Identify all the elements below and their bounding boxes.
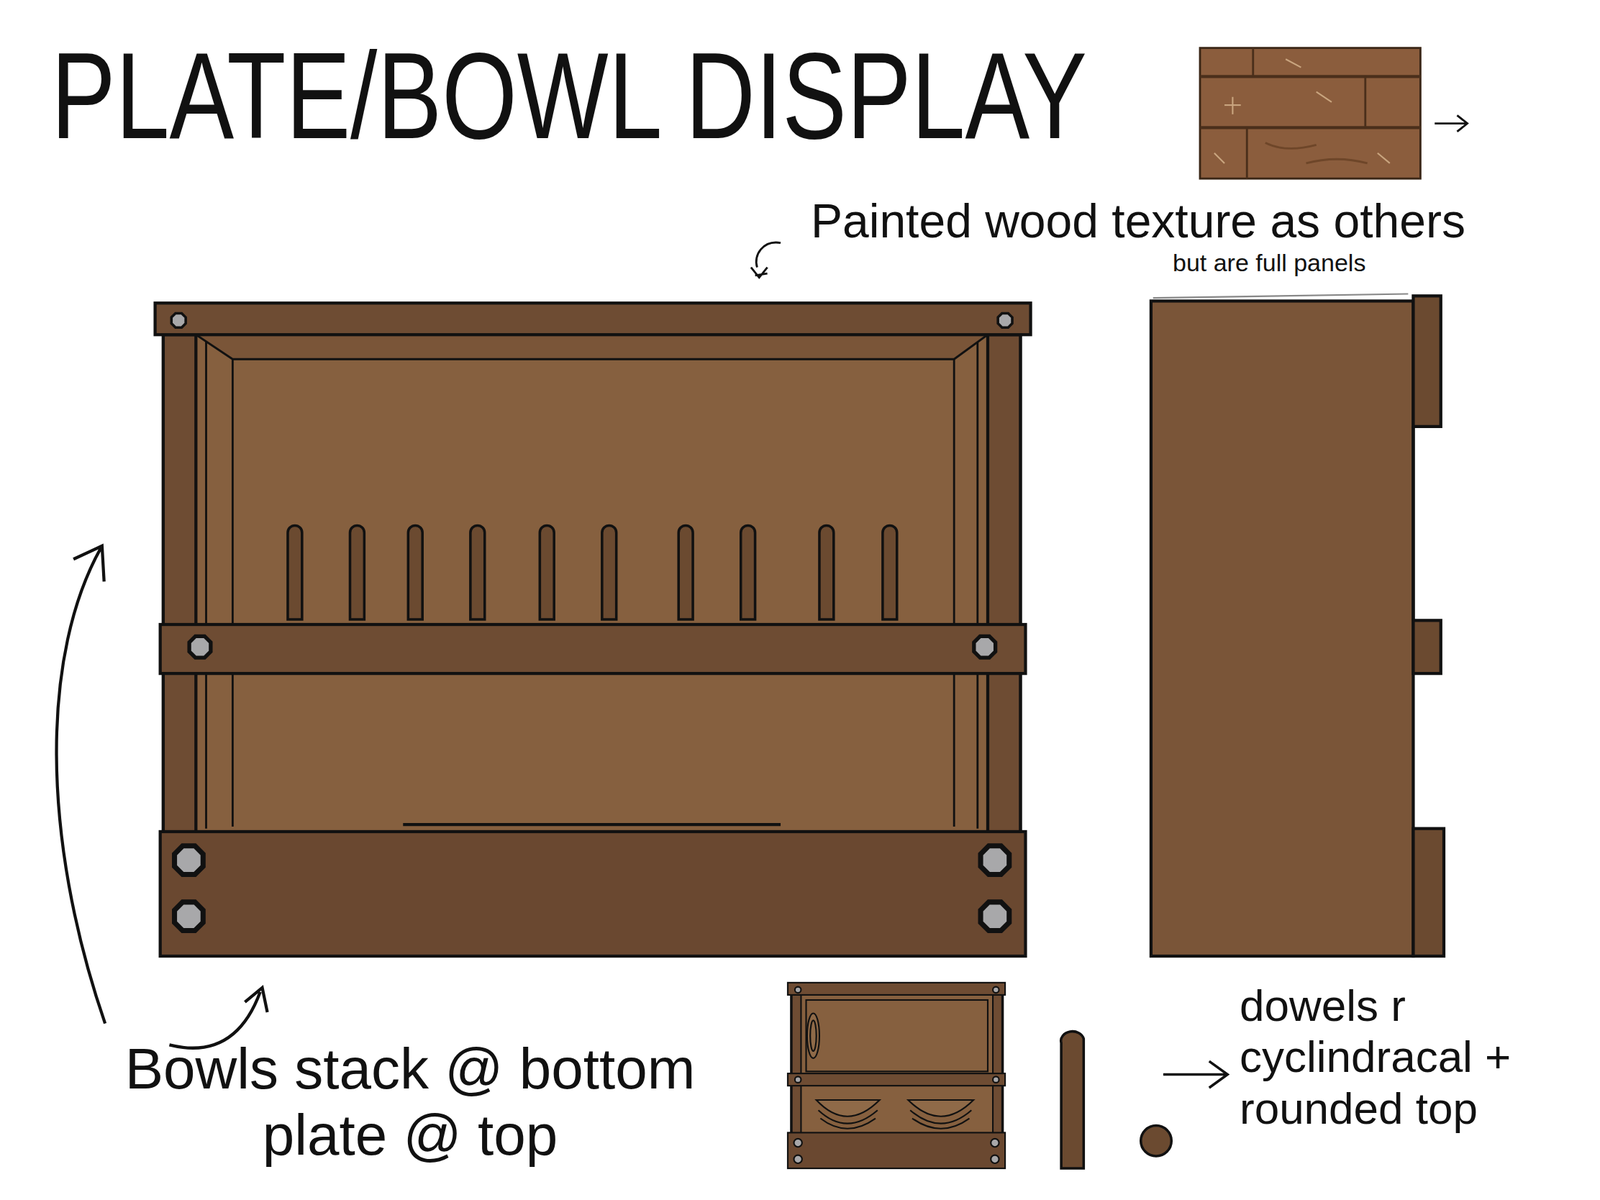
note-arrow bbox=[751, 242, 781, 278]
note-text: dowels r cyclindracal + rounded top bbox=[1239, 979, 1557, 1134]
note-subtext: but are full panels bbox=[1172, 248, 1366, 277]
sheet-title: PLATE/BOWL DISPLAY bbox=[51, 28, 1088, 164]
front-view bbox=[155, 302, 1031, 957]
note-text: Bowls stack @ bottom plate @ top bbox=[57, 1035, 763, 1169]
dowel-arrow bbox=[1163, 1061, 1228, 1088]
dowel-detail bbox=[1061, 1031, 1172, 1169]
wood-swatch bbox=[1200, 48, 1421, 180]
swatch-arrow bbox=[1434, 115, 1467, 132]
side-view bbox=[1151, 293, 1444, 957]
curved-arrow bbox=[56, 546, 106, 1024]
thumbnail-with-dishes bbox=[787, 982, 1006, 1169]
note-text: Painted wood texture as others bbox=[810, 194, 1466, 249]
